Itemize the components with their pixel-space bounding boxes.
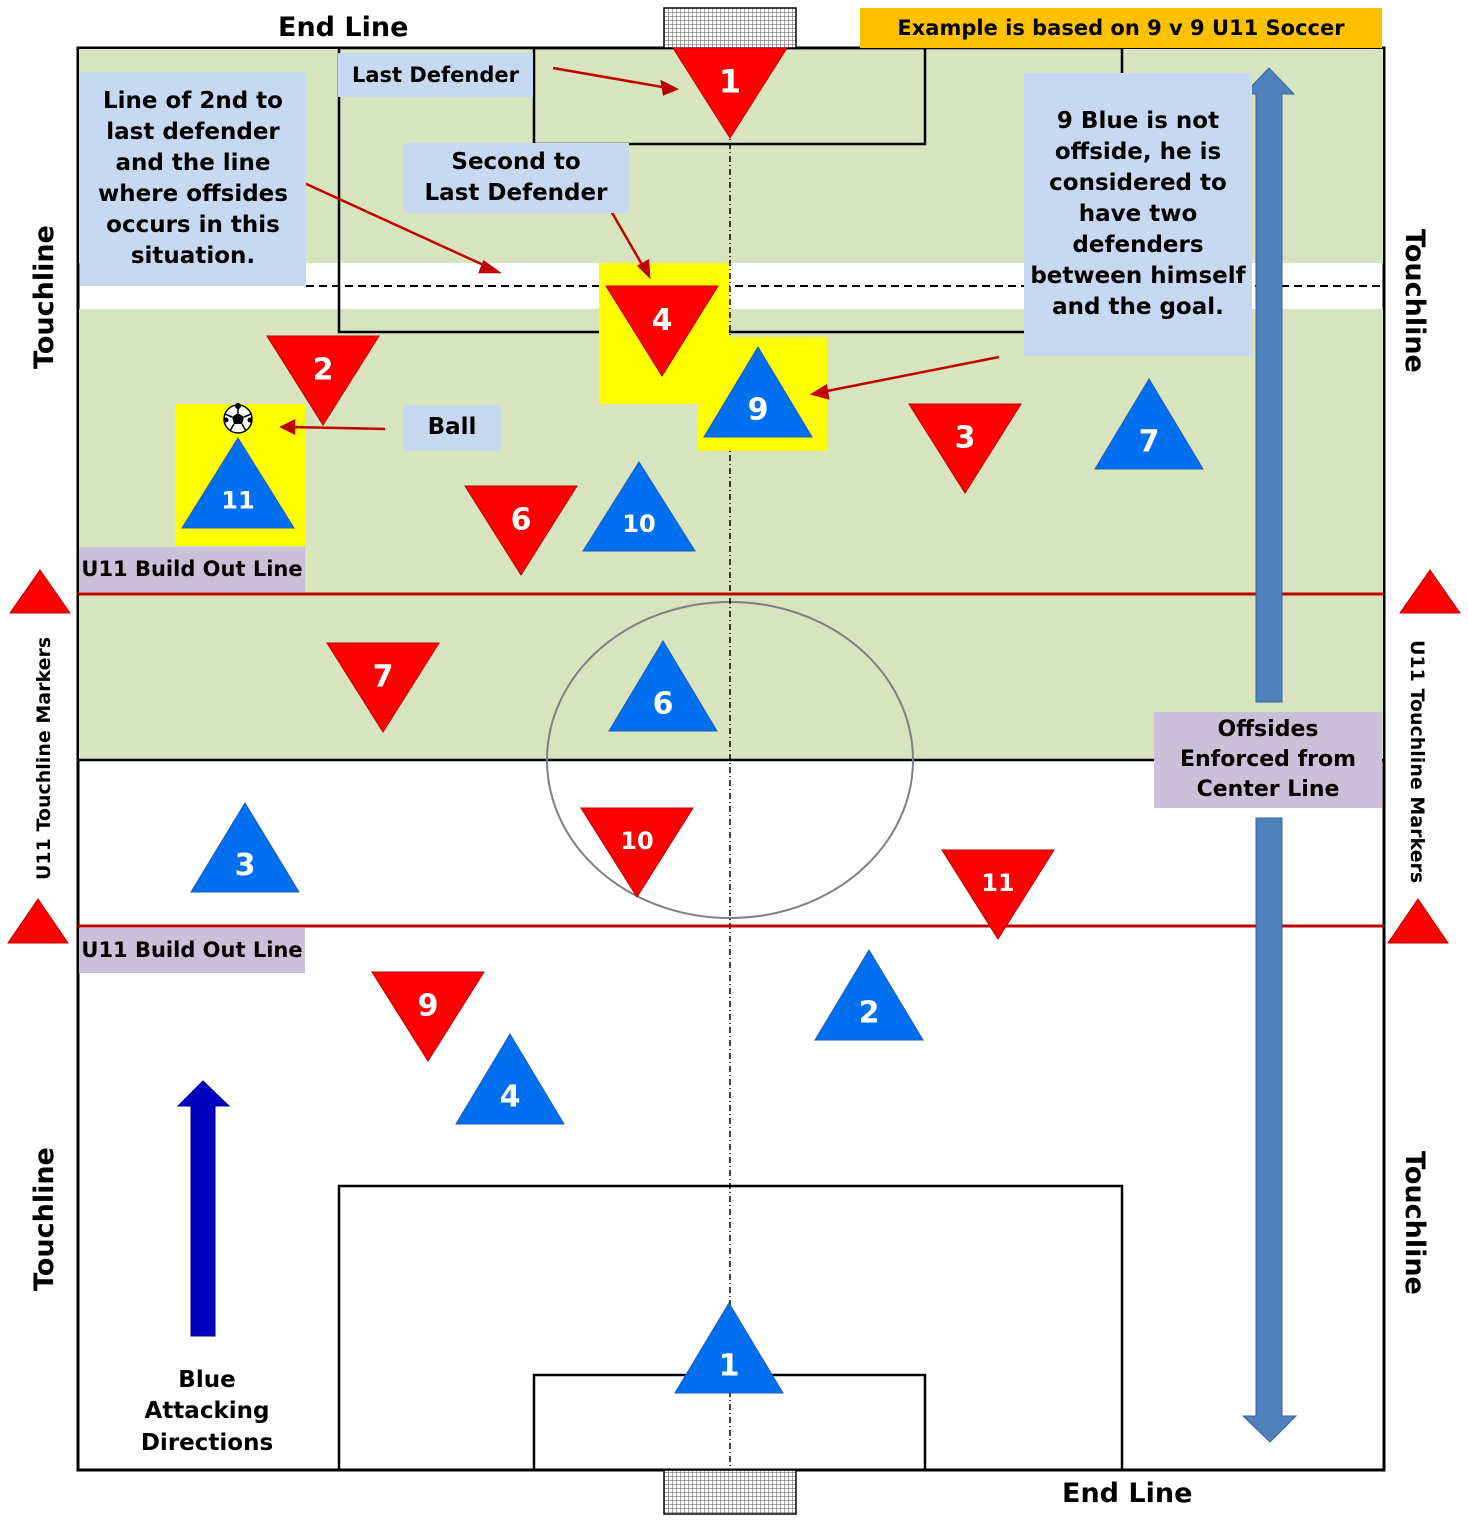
- red-player-marker: [266, 335, 380, 426]
- touchline-marker-left-upper: [9, 569, 71, 614]
- bottom-goal-icon: [663, 1469, 797, 1515]
- red-player-marker: [580, 807, 694, 898]
- arrow-nine-blue: [821, 355, 1000, 394]
- red-player-marker: [908, 403, 1022, 494]
- blue-player-3: 3: [190, 802, 300, 893]
- touchline-marker-left-lower: [7, 898, 69, 944]
- blue-player-2: 2: [814, 949, 924, 1041]
- red-player-number: 9: [418, 988, 439, 1023]
- offsides-enforced-label: Offsides Enforced from Center Line: [1154, 712, 1382, 808]
- red-player-2: 2: [266, 335, 380, 426]
- red-player-7: 7: [326, 642, 440, 733]
- red-player-number: 11: [981, 869, 1014, 897]
- end-line-top-label: End Line: [278, 12, 409, 43]
- red-player-10: 10: [580, 807, 694, 898]
- red-player-3: 3: [908, 403, 1022, 494]
- blue-player-marker: [181, 437, 295, 529]
- red-player-marker: [326, 642, 440, 733]
- arrow-second-to-last-head: [636, 258, 651, 280]
- blue-player-number: 11: [221, 487, 254, 515]
- touchline-marker-right-lower: [1387, 898, 1449, 944]
- red-player-number: 7: [373, 659, 394, 694]
- blue-player-number: 2: [859, 996, 880, 1031]
- blue-player-10: 10: [582, 461, 696, 552]
- blue-player-marker: [674, 1302, 784, 1394]
- touchline-marker-right-upper: [1399, 569, 1461, 614]
- red-player-number: 1: [719, 63, 741, 101]
- end-line-bottom-label: End Line: [1062, 1478, 1193, 1509]
- second-to-last-defender-label: Second to Last Defender: [403, 143, 629, 213]
- blue-player-number: 1: [719, 1349, 740, 1384]
- blue-player-number: 9: [748, 393, 769, 428]
- annotation-arrows: [279, 66, 1000, 436]
- red-player-number: 2: [313, 352, 334, 387]
- build-out-line-upper-label: U11 Build Out Line: [79, 547, 305, 592]
- offside-line-note: Line of 2nd to last defender and the lin…: [80, 72, 306, 286]
- blue-player-6: 6: [608, 640, 718, 732]
- blue-attacking-directions-label: Blue Attacking Directions: [140, 1367, 274, 1456]
- arrow-last-defender-head: [660, 79, 680, 96]
- blue-player-marker: [608, 640, 718, 732]
- red-player-11: 11: [941, 849, 1055, 940]
- blue-player-marker: [1094, 378, 1204, 470]
- arrow-nine-blue-head: [809, 383, 830, 400]
- blue-player-marker: [582, 461, 696, 552]
- blue-player-number: 3: [235, 848, 256, 883]
- red-player-1: 1: [672, 47, 788, 139]
- blue-player-number: 6: [653, 687, 674, 722]
- red-player-number: 3: [955, 420, 976, 455]
- blue-attacking-arrow: [176, 1080, 231, 1337]
- blue-player-1: 1: [674, 1302, 784, 1394]
- touchline-left-upper: Touchline: [29, 225, 60, 369]
- touchline-right-lower: Touchline: [1399, 1151, 1430, 1295]
- red-player-9: 9: [371, 971, 485, 1062]
- players-layer: 1 4 2 3 6 7 10 11 9 9 11 7 10 6 3 2 4 1: [181, 47, 1204, 1394]
- blue-player-number: 4: [500, 1080, 521, 1115]
- last-defender-label: Last Defender: [338, 53, 533, 97]
- touchline-markers-right: U11 Touchline Markers: [1406, 640, 1428, 884]
- touchline-markers-left: U11 Touchline Markers: [33, 636, 55, 880]
- ball-label: Ball: [403, 405, 501, 451]
- blue-player-9: 9: [703, 346, 813, 438]
- blue-player-marker: [190, 802, 300, 893]
- nine-blue-note: 9 Blue is not offside, he is considered …: [1024, 73, 1252, 356]
- touchline-right-upper: Touchline: [1399, 229, 1430, 373]
- arrow-offside-line-head: [478, 260, 502, 274]
- arrow-last-defender: [552, 66, 669, 90]
- offside-range-arrow-down: [1241, 817, 1298, 1443]
- red-player-marker: [371, 971, 485, 1062]
- red-player-marker: [941, 849, 1055, 940]
- arrow-second-to-last: [605, 203, 646, 269]
- top-goal-icon: [663, 7, 797, 49]
- arrow-offside-line: [301, 180, 491, 270]
- blue-player-number: 10: [622, 510, 655, 538]
- red-player-marker: [672, 47, 788, 139]
- red-player-marker: [464, 485, 578, 576]
- red-player-4: 4: [605, 285, 719, 377]
- example-banner: Example is based on 9 v 9 U11 Soccer: [860, 8, 1382, 48]
- red-player-6: 6: [464, 485, 578, 576]
- blue-player-marker: [455, 1033, 565, 1125]
- blue-player-7: 7: [1094, 378, 1204, 470]
- red-player-marker: [605, 285, 719, 377]
- arrow-ball: [289, 425, 386, 431]
- arrow-ball-head: [279, 418, 296, 436]
- soccer-ball-icon: [223, 403, 253, 434]
- blue-player-number: 7: [1139, 425, 1160, 460]
- red-player-number: 6: [511, 502, 532, 537]
- red-player-number: 10: [620, 827, 653, 855]
- blue-player-marker: [703, 346, 813, 438]
- red-player-number: 4: [652, 303, 673, 338]
- touchline-left-lower: Touchline: [29, 1147, 60, 1291]
- blue-player-11: 11: [181, 437, 295, 529]
- blue-player-4: 4: [455, 1033, 565, 1125]
- build-out-line-lower-label: U11 Build Out Line: [79, 928, 305, 973]
- blue-player-marker: [814, 949, 924, 1041]
